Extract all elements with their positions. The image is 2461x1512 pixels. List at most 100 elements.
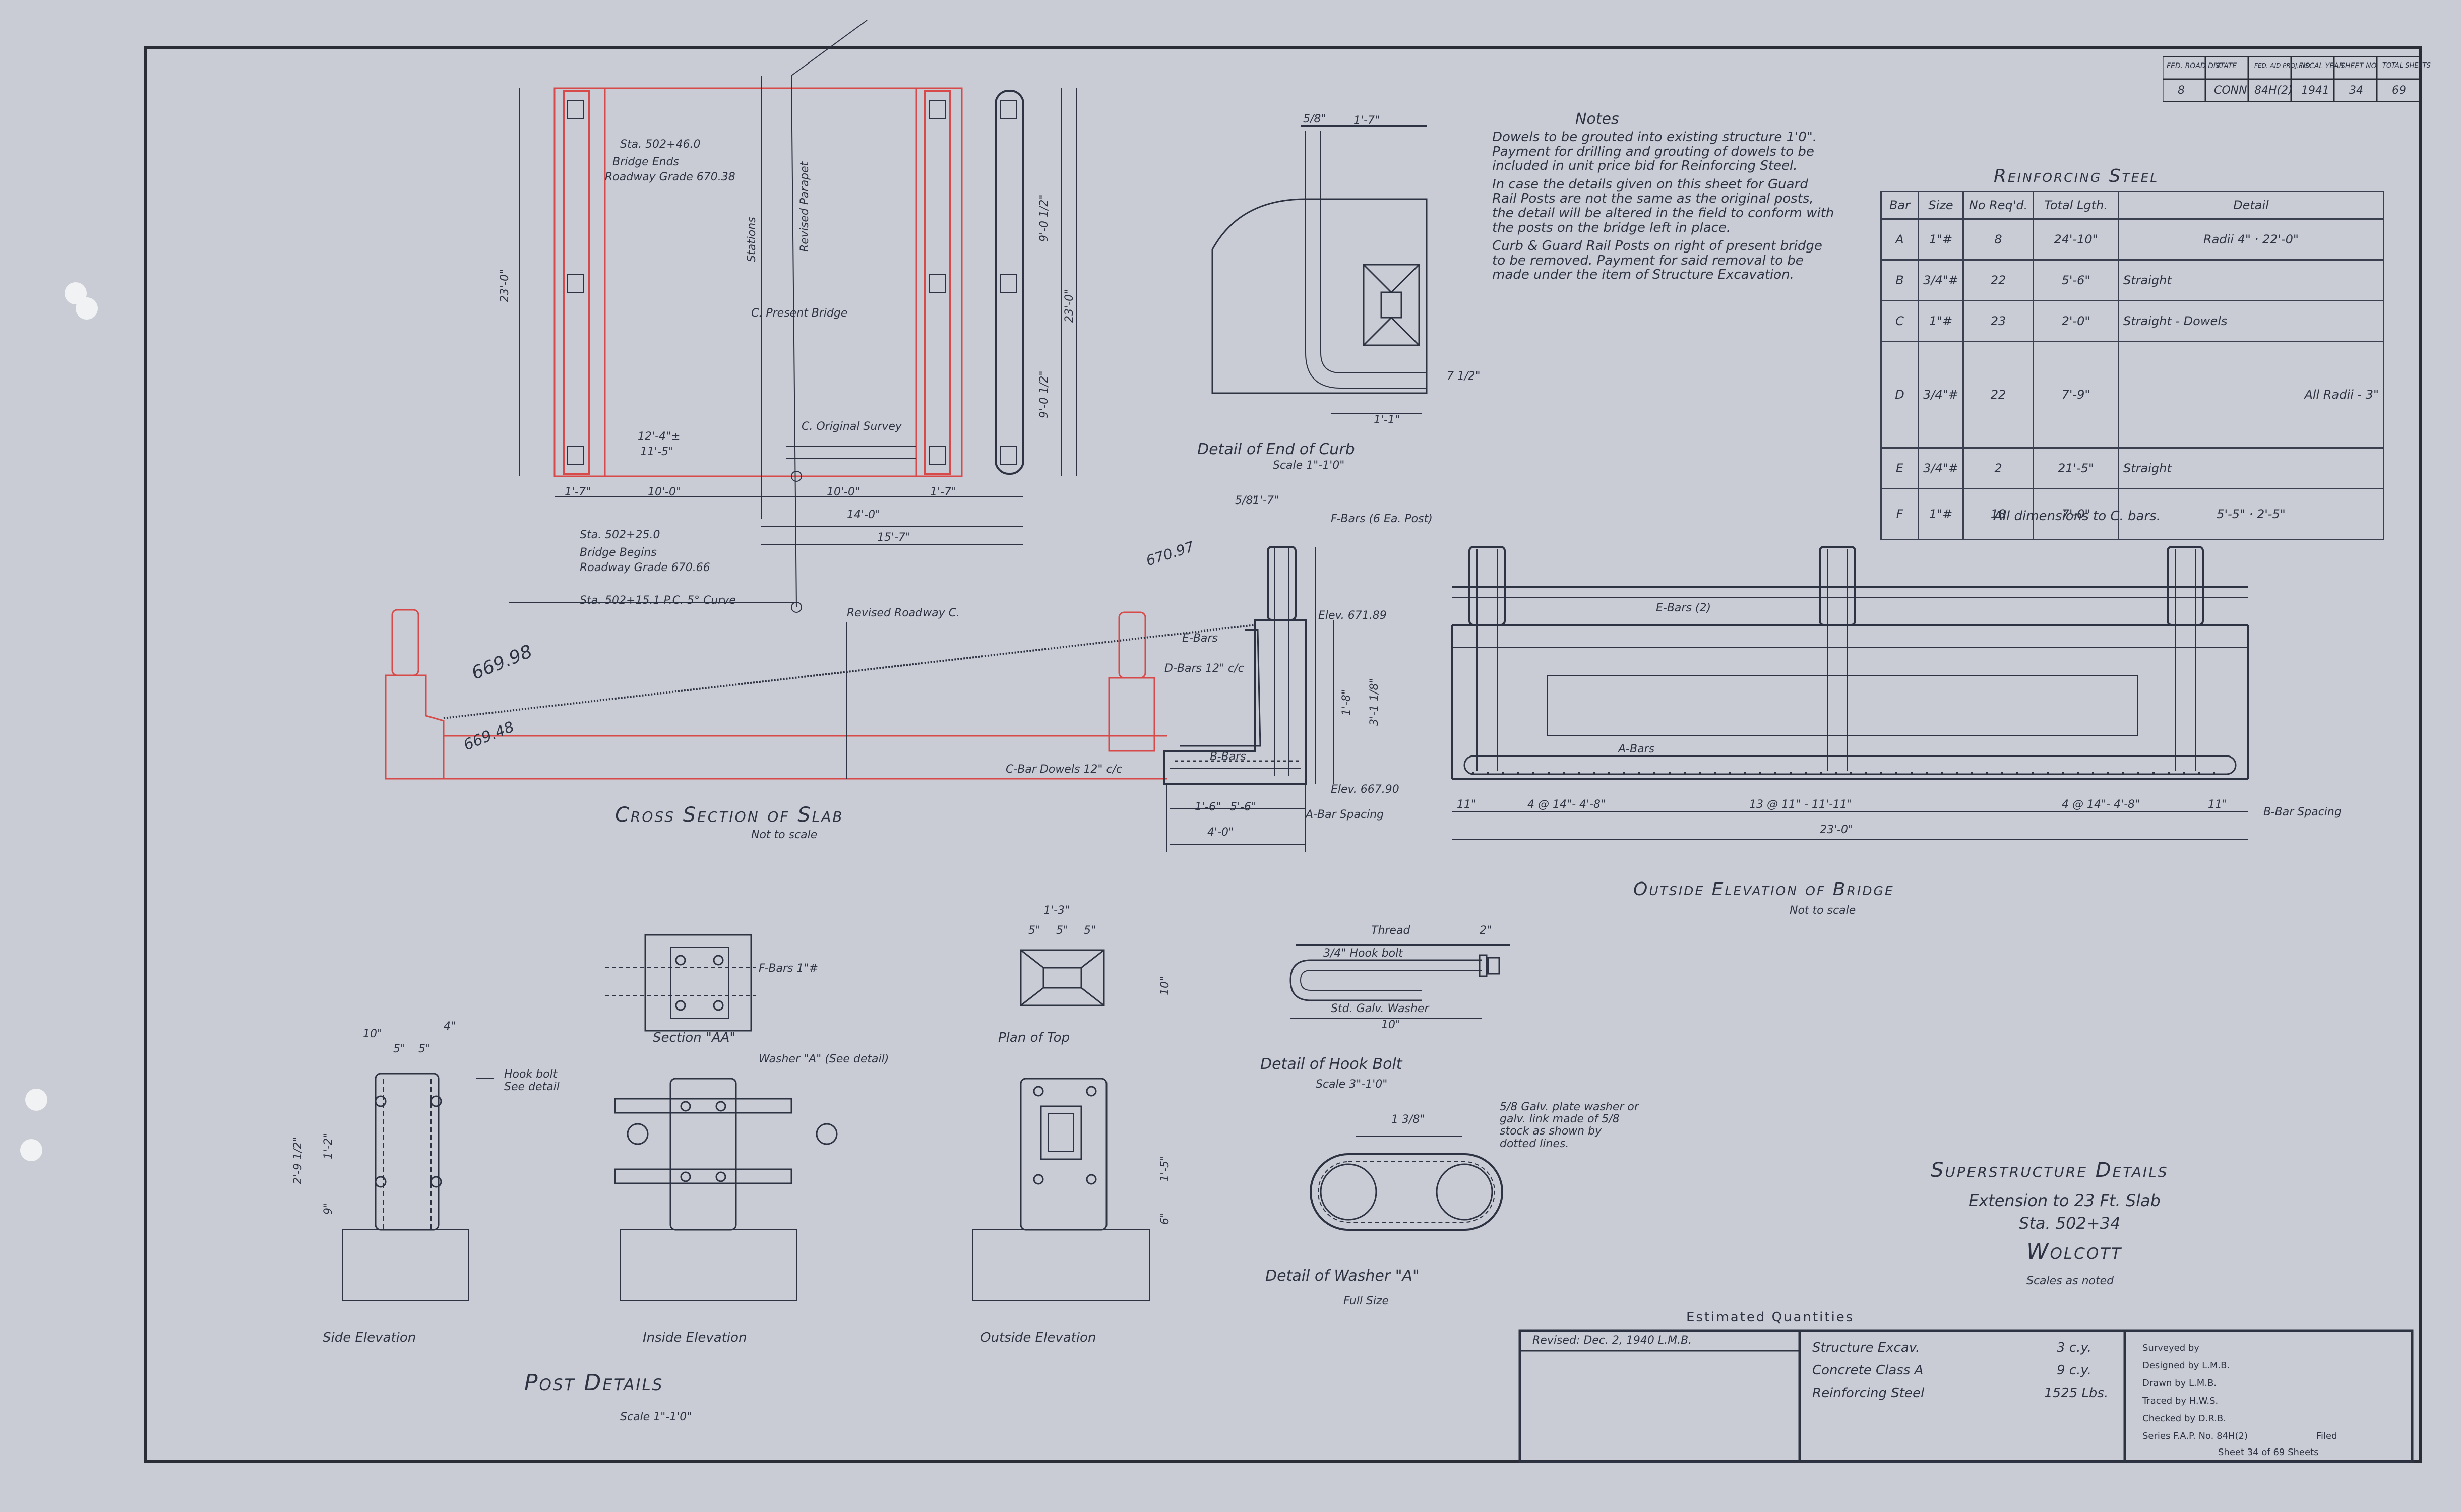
bridge-plan-view bbox=[509, 20, 1077, 613]
cross-section-dim: 1'-6" bbox=[1195, 801, 1221, 813]
end-curb-title: Detail of End of Curb bbox=[1197, 440, 1355, 458]
post-dim: 9" bbox=[322, 1202, 335, 1215]
table-cell: A bbox=[1880, 218, 1919, 261]
side-elevation-title: Side Elevation bbox=[323, 1330, 416, 1345]
cross-section-label: D-Bars 12" c/c bbox=[1164, 662, 1244, 675]
table-cell: 24'-10" bbox=[2033, 218, 2119, 261]
plan-label: Sta. 502+15.1 P.C. 5° Curve bbox=[580, 594, 736, 607]
header-cell: STATE bbox=[2216, 62, 2237, 70]
table-cell: 3/4"# bbox=[1918, 341, 1964, 449]
post-dim: 1'-2" bbox=[322, 1132, 335, 1159]
header-cell: SHEET NO. bbox=[2341, 62, 2379, 70]
plan-label: Roadway Grade 670.38 bbox=[605, 171, 735, 183]
plan-dim: 1'-7" bbox=[565, 486, 591, 498]
sheet-border bbox=[144, 46, 2422, 1463]
cross-section-label: B-Bars bbox=[1210, 750, 1246, 763]
header-cell: FED. ROAD DIV. bbox=[2167, 62, 2222, 70]
section-aa bbox=[605, 934, 756, 1032]
post-dim: 5" bbox=[393, 1043, 406, 1055]
punch-hole bbox=[76, 297, 98, 320]
title-block-lines bbox=[1518, 1329, 2414, 1463]
post-dim: 4" bbox=[444, 1020, 456, 1033]
quantity-value: 1525 Lbs. bbox=[2044, 1385, 2109, 1401]
project-header-block bbox=[2163, 56, 2420, 102]
header-cell: 34 bbox=[2349, 84, 2363, 97]
plan-label: Roadway Grade 670.66 bbox=[580, 561, 710, 574]
column-header: Detail bbox=[2118, 191, 2384, 220]
outside-elevation-label: A-Bars bbox=[1618, 743, 1655, 755]
end-curb-scale: Scale 1"-1'0" bbox=[1273, 459, 1345, 472]
column-header: Total Lgth. bbox=[2033, 191, 2119, 220]
quantity-name: Concrete Class A bbox=[1812, 1363, 1924, 1378]
plan-dim: 23'-0" bbox=[1063, 289, 1076, 323]
table-cell: 5'-5" · 2'-5" bbox=[2118, 488, 2384, 540]
table-cell: B bbox=[1880, 259, 1919, 301]
section-aa-title: Section "AA" bbox=[653, 1030, 736, 1045]
plan-dim: 1'-7" bbox=[930, 486, 957, 498]
quantity-value: 3 c.y. bbox=[2057, 1340, 2091, 1355]
post-label: Hook bolt bbox=[504, 1068, 558, 1081]
hook-bolt-dim: 2" bbox=[1480, 924, 1492, 937]
table-cell: 21'-5" bbox=[2033, 447, 2119, 489]
plan-dim: 23'-0" bbox=[499, 269, 511, 302]
plan-dim: 11'-5" bbox=[640, 446, 674, 458]
table-cell: 23 bbox=[1962, 300, 2034, 342]
post-dim: 5" bbox=[1056, 924, 1069, 937]
quantity-value: 9 c.y. bbox=[2057, 1363, 2091, 1378]
table-cell: C bbox=[1880, 300, 1919, 342]
table-cell: 1"# bbox=[1918, 488, 1964, 540]
table-cell: 5'-6" bbox=[2033, 259, 2119, 301]
inside-elevation-title: Inside Elevation bbox=[643, 1330, 747, 1345]
washer-detail bbox=[1310, 1136, 1503, 1231]
signature-line: Traced by H.W.S. bbox=[2142, 1396, 2219, 1406]
post-dim: 5" bbox=[1028, 924, 1041, 937]
reinforcing-footnote: All dimensions to C. bars. bbox=[1994, 509, 2161, 524]
column-header: Bar bbox=[1880, 191, 1919, 220]
outside-elevation-dim: 13 @ 11" - 11'-11" bbox=[1749, 798, 1853, 811]
post-details-scale: Scale 1"-1'0" bbox=[620, 1411, 692, 1423]
hook-bolt-detail bbox=[1289, 944, 1510, 1019]
plan-dim: 15'-7" bbox=[877, 531, 911, 544]
note-item: Dowels to be grouted into existing struc… bbox=[1492, 130, 1817, 174]
outside-elevation-dim: 11" bbox=[1457, 798, 1476, 811]
side-elevation-post bbox=[342, 1073, 494, 1301]
plan-dim: 14'-0" bbox=[847, 509, 881, 521]
punch-hole bbox=[20, 1139, 42, 1161]
table-cell: E bbox=[1880, 447, 1919, 489]
signature-line: Designed by L.M.B. bbox=[2142, 1360, 2230, 1371]
table-cell: 3/4"# bbox=[1918, 447, 1964, 489]
table-cell: 1"# bbox=[1918, 300, 1964, 342]
end-curb-dim: 7 1/2" bbox=[1447, 370, 1481, 383]
plan-label: Bridge Ends bbox=[612, 156, 679, 168]
washer-dim: 1 3/8" bbox=[1391, 1113, 1425, 1126]
table-cell: 22 bbox=[1962, 259, 2034, 301]
outside-elevation-post bbox=[972, 1078, 1150, 1301]
outside-elevation-dim: 4 @ 14"- 4'-8" bbox=[2062, 798, 2140, 811]
outside-elevation-label: B-Bar Spacing bbox=[2263, 806, 2342, 818]
plan-dim: 9'-0 1/2" bbox=[1038, 370, 1051, 419]
table-cell: 8 bbox=[1962, 218, 2034, 261]
post-label: Washer "A" (See detail) bbox=[759, 1053, 889, 1065]
table-cell: 3/4"# bbox=[1918, 259, 1964, 301]
table-cell: 7'-0" bbox=[2033, 488, 2119, 540]
end-curb-dim: 1'-7" bbox=[1353, 114, 1380, 127]
cross-section-slab bbox=[385, 546, 1334, 852]
plan-label: C. Original Survey bbox=[802, 420, 902, 433]
outside-elevation-bridge bbox=[1451, 546, 2249, 840]
header-cell: FED. AID PROJ. NO. bbox=[2254, 62, 2312, 69]
washer-title: Detail of Washer "A" bbox=[1265, 1267, 1420, 1285]
hook-bolt-label: 3/4" Hook bolt bbox=[1323, 947, 1403, 960]
post-label: See detail bbox=[504, 1081, 560, 1093]
cross-section-label: Elev. 667.90 bbox=[1331, 783, 1399, 796]
hook-bolt-dim: 10" bbox=[1381, 1019, 1401, 1031]
table-cell: Straight bbox=[2118, 259, 2384, 301]
plan-of-top-title: Plan of Top bbox=[998, 1030, 1070, 1045]
end-curb-dim: 5/8" bbox=[1303, 113, 1326, 125]
column-header: No Req'd. bbox=[1962, 191, 2034, 220]
outside-elevation-dim: 23'-0" bbox=[1820, 824, 1854, 836]
outside-elevation-post-title: Outside Elevation bbox=[980, 1330, 1096, 1345]
cross-section-dim: 1'-7" bbox=[1253, 494, 1279, 507]
post-dim: 1'-3" bbox=[1043, 904, 1070, 917]
